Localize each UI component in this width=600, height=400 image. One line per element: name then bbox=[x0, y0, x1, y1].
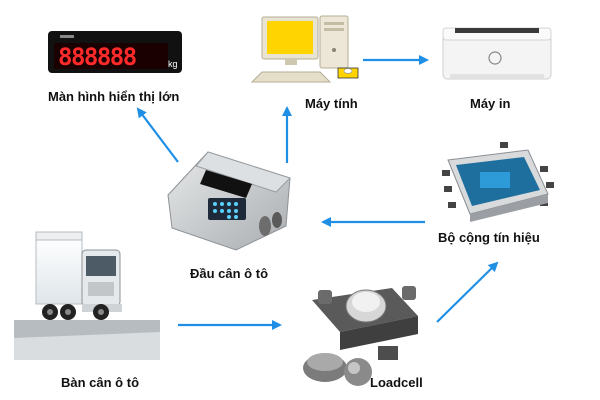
led-display-icon: 888888 kg bbox=[48, 31, 182, 73]
truck-scale-icon bbox=[14, 231, 160, 360]
label-display: Màn hình hiển thị lớn bbox=[48, 89, 180, 104]
label-indicator: Đầu cân ô tô bbox=[190, 266, 269, 281]
display-digits: 888888 bbox=[58, 43, 136, 71]
display-unit: kg bbox=[168, 59, 178, 69]
weighing-indicator-icon bbox=[167, 151, 291, 251]
printer-icon bbox=[442, 27, 552, 80]
label-truck-scale: Bàn cân ô tô bbox=[61, 375, 140, 390]
desktop-computer-icon bbox=[250, 15, 359, 83]
label-printer: Máy in bbox=[470, 96, 511, 111]
arrows bbox=[136, 55, 499, 330]
loadcell-icon bbox=[303, 286, 418, 386]
label-computer: Máy tính bbox=[305, 96, 358, 111]
edge-indicator-to-display bbox=[136, 107, 179, 163]
junction-box-icon bbox=[442, 142, 554, 222]
label-loadcell: Loadcell bbox=[370, 375, 423, 390]
label-junction: Bộ cộng tín hiệu bbox=[438, 230, 540, 245]
edge-loadcell-to-junction bbox=[436, 261, 499, 323]
keypad bbox=[208, 198, 246, 220]
